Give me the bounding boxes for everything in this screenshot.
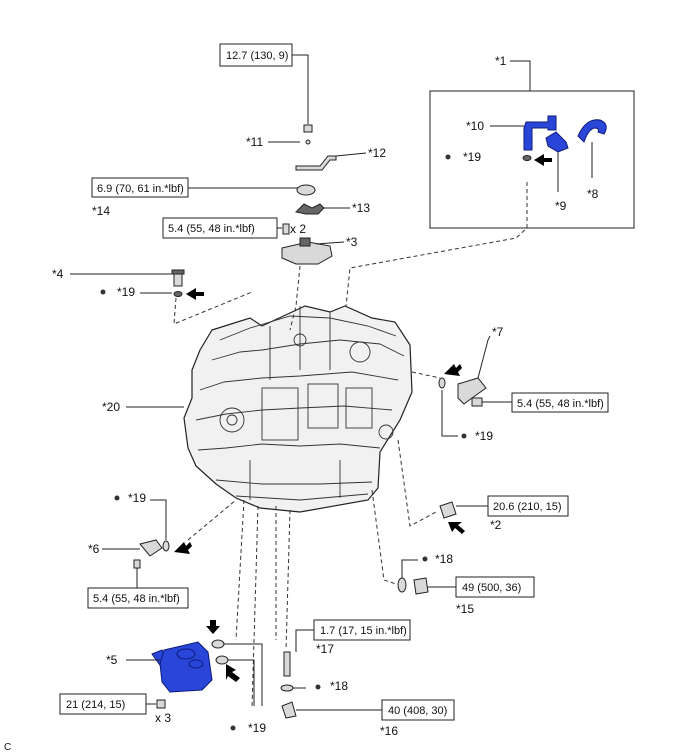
label-16: *16 (380, 724, 398, 738)
part-5-bolt (156, 699, 166, 709)
label-6: *6 (88, 542, 100, 556)
label-20: *20 (102, 400, 120, 414)
label-3: *3 (346, 235, 358, 249)
torque-14: 6.9 (70, 61 in.*lbf) (97, 183, 184, 195)
label-19-c: *19 (475, 429, 493, 443)
torque-box-6 (87, 587, 189, 609)
part-19-oring-c (438, 377, 446, 389)
part-3-bolt (282, 223, 290, 235)
label-15: *15 (456, 602, 474, 616)
part-6-bolt (133, 559, 141, 569)
qty-3: x 2 (290, 222, 306, 236)
label-19-a: *19 (463, 150, 481, 164)
part-3-solenoid (281, 241, 333, 265)
torque-5: 21 (214, 15) (66, 699, 125, 711)
arrow-19-a (534, 154, 552, 166)
part-6-sensor (139, 539, 163, 557)
arrow-19-d (174, 542, 192, 554)
part-8-hose (577, 119, 607, 143)
part-16-plug (281, 701, 297, 719)
arrow-19-e2 (226, 664, 240, 682)
part-11-nut (303, 124, 313, 133)
part-7-bolt (471, 397, 483, 407)
label-19-e: *19 (248, 721, 266, 735)
part-19-oring-a (522, 155, 532, 161)
torque-16: 40 (408, 30) (388, 705, 447, 717)
part-5-oil-cooler (151, 641, 213, 693)
torque-box-15 (455, 576, 535, 598)
part-18-gasket-b (280, 684, 294, 692)
label-2: *2 (490, 518, 502, 532)
torque-6: 5.4 (55, 48 in.*lbf) (93, 593, 180, 605)
label-14: *14 (92, 204, 110, 218)
label-13: *13 (352, 201, 370, 215)
label-5: *5 (106, 653, 118, 667)
torque-2: 20.6 (210, 15) (493, 501, 562, 513)
part-12-bracket (295, 155, 337, 171)
part-9-connector (545, 131, 569, 153)
torque-15: 49 (500, 36) (462, 582, 521, 594)
label-12: *12 (368, 146, 386, 160)
label-1: *1 (495, 54, 507, 68)
torque-box-7 (511, 392, 609, 413)
torque-top: 12.7 (130, 9) (226, 50, 288, 62)
part-17-bolt (283, 651, 291, 677)
label-4: *4 (52, 267, 64, 281)
arrow-19-b (186, 288, 204, 300)
part-2-plug (439, 501, 457, 519)
qty-5: x 3 (155, 711, 171, 725)
arrow-19-c (444, 364, 462, 376)
label-9: *9 (555, 199, 567, 213)
part-19-oring-e1 (211, 639, 225, 649)
part-13-spring (294, 203, 325, 215)
label-18-a: *18 (435, 552, 453, 566)
torque-3: 5.4 (55, 48 in.*lbf) (168, 223, 255, 235)
transmission-assembly (183, 305, 413, 513)
torque-7: 5.4 (55, 48 in.*lbf) (517, 398, 604, 410)
label-19-d: *19 (128, 491, 146, 505)
label-11: *11 (246, 135, 263, 149)
torque-box-16 (381, 699, 455, 721)
label-18-b: *18 (330, 679, 348, 693)
part-10-pipe (523, 115, 557, 151)
part-19-oring-b (173, 291, 183, 297)
label-19-b: *19 (117, 285, 135, 299)
label-7: *7 (492, 325, 504, 339)
group-1-box (429, 90, 635, 229)
arrow-2 (448, 522, 465, 534)
label-10: *10 (466, 119, 484, 133)
part-19-oring-e2 (215, 655, 229, 665)
label-17: *17 (316, 642, 334, 656)
arrow-19-e1 (206, 620, 220, 634)
torque-17: 1.7 (17, 15 in.*lbf) (320, 625, 407, 637)
part-18-gasket-a (397, 577, 407, 593)
label-8: *8 (587, 187, 599, 201)
part-19-oring-d (162, 540, 170, 552)
torque-box-2 (487, 495, 569, 517)
corner-code: C (4, 742, 11, 753)
part-15-plug (413, 577, 429, 595)
part-14-nut (296, 184, 316, 196)
